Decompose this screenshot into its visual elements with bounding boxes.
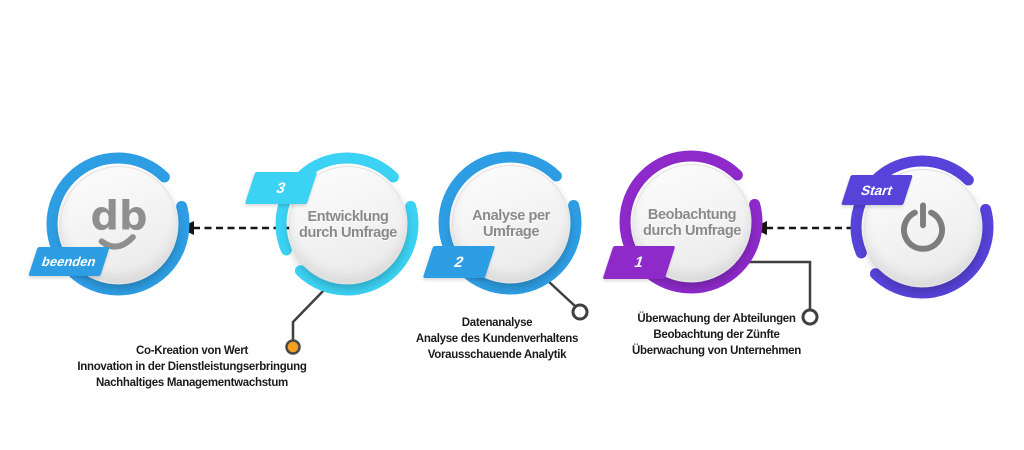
svg-text:db: db — [91, 193, 148, 239]
node-ring — [438, 151, 582, 295]
node-start: Start — [841, 152, 997, 302]
annotation-analyse: Datenanalyse Analyse des Kundenverhalten… — [415, 317, 579, 361]
open-dot-marker — [571, 303, 589, 321]
connector-analyse — [547, 280, 589, 321]
node-beenden: db beenden — [28, 149, 193, 299]
node-ring — [850, 155, 994, 299]
badge-beenden: beenden — [28, 247, 110, 276]
node-title: Entwicklung durch Umfrage — [299, 209, 397, 241]
connector-entwicklung — [285, 287, 327, 355]
annotation-beobachtung: Überwachung der Abteilungen Beobachtung … — [632, 313, 801, 357]
node-title: Analyse per Umfrage — [472, 208, 550, 240]
db-logo-icon: db — [91, 193, 148, 250]
badge-step-2: 2 — [422, 246, 496, 278]
node-entwicklung: Entwicklung durch Umfrage 3 — [244, 149, 422, 299]
dashed-arrow-left-2 — [752, 221, 853, 235]
node-beobachtung: Beobachtung durch Umfrage 1 — [602, 147, 766, 297]
node-ring — [275, 152, 419, 296]
badge-step-3: 3 — [244, 172, 318, 204]
orange-dot-marker — [285, 339, 301, 355]
node-title: Beobachtung durch Umfrage — [643, 207, 741, 239]
node-ring — [46, 152, 190, 296]
annotation-entwicklung: Co-Kreation von Wert Innovation in der D… — [77, 345, 307, 389]
power-icon — [901, 202, 945, 252]
node-analyse: Analyse per Umfrage 2 — [422, 148, 585, 298]
open-dot-marker — [801, 308, 819, 326]
connector-beobachtung — [736, 260, 819, 326]
badge-step-1: 1 — [602, 246, 676, 279]
badge-start: Start — [841, 175, 913, 205]
node-ring — [619, 150, 763, 294]
